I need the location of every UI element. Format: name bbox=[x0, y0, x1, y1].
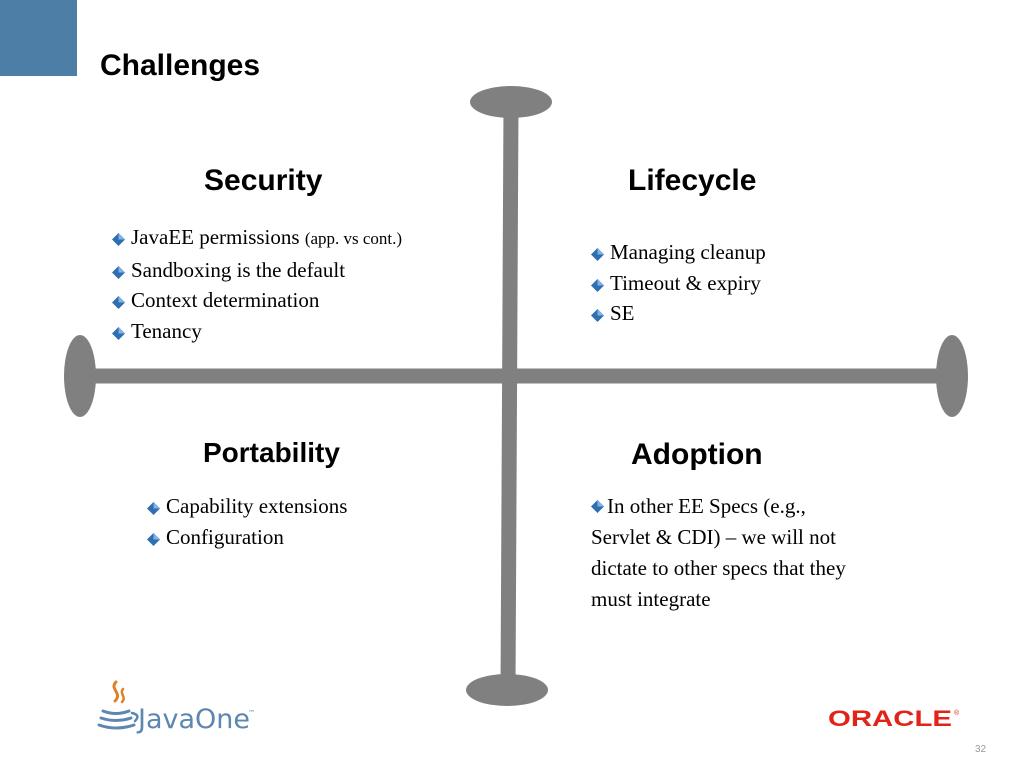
bullet-icon bbox=[591, 499, 604, 513]
adoption-heading: Adoption bbox=[631, 438, 763, 471]
svg-text:®: ® bbox=[954, 709, 960, 717]
bullet-icon bbox=[147, 502, 160, 515]
security-heading: Security bbox=[204, 164, 323, 197]
bullet-icon bbox=[591, 309, 604, 322]
vertical-axis-bar bbox=[500, 103, 519, 691]
oracle-logo: ORACLE ® bbox=[828, 706, 960, 730]
axis-cap-top bbox=[470, 86, 552, 118]
portability-list: Capability extensions Configuration bbox=[146, 491, 347, 552]
bullet-icon bbox=[147, 532, 160, 546]
lifecycle-heading: Lifecycle bbox=[628, 164, 757, 197]
svg-text:™: ™ bbox=[248, 709, 255, 717]
list-item: Context determination bbox=[111, 285, 402, 316]
list-item: Tenancy bbox=[111, 316, 402, 347]
list-item: SE bbox=[590, 298, 766, 329]
list-item: Sandboxing is the default bbox=[111, 255, 402, 286]
bullet-icon bbox=[112, 265, 125, 279]
bullet-icon bbox=[591, 278, 604, 292]
axis-cap-right bbox=[936, 335, 968, 417]
java-cup-icon bbox=[97, 680, 139, 730]
bullet-icon bbox=[112, 326, 125, 340]
security-list: JavaEE permissions (app. vs cont.) Sandb… bbox=[111, 222, 402, 346]
svg-text:ORACLE: ORACLE bbox=[828, 706, 952, 730]
adoption-text: In other EE Specs (e.g., Servlet & CDI) … bbox=[591, 494, 846, 611]
bullet-icon bbox=[591, 248, 604, 261]
axis-cap-left bbox=[64, 335, 96, 417]
bullet-icon bbox=[112, 296, 125, 309]
svg-text:JavaOne: JavaOne bbox=[136, 704, 250, 735]
adoption-paragraph: In other EE Specs (e.g., Servlet & CDI) … bbox=[591, 491, 851, 615]
page-number: 32 bbox=[975, 744, 987, 755]
axis-cap-bottom bbox=[466, 674, 548, 706]
list-item: JavaEE permissions (app. vs cont.) bbox=[111, 222, 402, 255]
slide-title: Challenges bbox=[100, 49, 261, 82]
list-item: Managing cleanup bbox=[590, 237, 766, 268]
bullet-icon bbox=[112, 233, 125, 246]
list-item: Capability extensions bbox=[146, 491, 347, 522]
corner-accent-block bbox=[0, 0, 77, 76]
list-item: Timeout & expiry bbox=[590, 268, 766, 299]
javaone-logo: JavaOne ™ bbox=[97, 680, 255, 735]
portability-heading: Portability bbox=[203, 437, 340, 468]
lifecycle-list: Managing cleanup Timeout & expiry SE bbox=[590, 237, 766, 329]
list-item: Configuration bbox=[146, 522, 347, 553]
